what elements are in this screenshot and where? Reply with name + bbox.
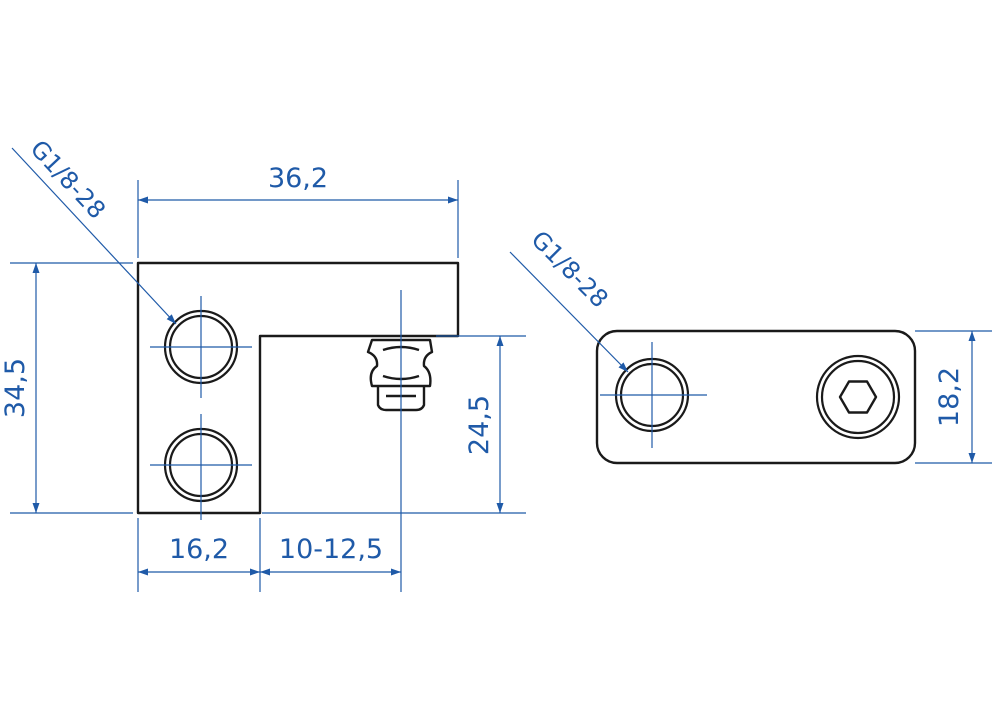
front-body-outline [136, 261, 460, 515]
side-port [600, 342, 707, 448]
dim-lower-height: 24,5 [262, 335, 526, 514]
dim-lower-height-label: 24,5 [464, 395, 495, 455]
dim-clamp-range-label: 10-12,5 [279, 534, 383, 565]
clamp-screw [366, 290, 434, 420]
side-body-outline [595, 329, 917, 465]
dim-side-height-label: 18,2 [934, 367, 965, 427]
upper-port [150, 296, 252, 398]
dim-overall-width: 36,2 [137, 163, 459, 258]
side-screw-head [815, 354, 901, 440]
side-thread-callout: G1/8-28 [509, 225, 629, 373]
dim-overall-height-label: 34,5 [0, 358, 31, 418]
front-thread-callout-label: G1/8-28 [25, 135, 111, 225]
dim-base-width-label: 16,2 [169, 534, 229, 565]
lower-port [150, 414, 252, 520]
dim-base-width: 16,2 [137, 518, 261, 592]
dim-overall-width-label: 36,2 [268, 163, 328, 194]
hex-socket-icon [838, 380, 878, 414]
side-view: 18,2 G1/8-28 [509, 225, 992, 465]
dim-side-height: 18,2 [915, 330, 992, 464]
dim-overall-height: 34,5 [0, 262, 133, 514]
side-thread-callout-label: G1/8-28 [526, 225, 614, 313]
dim-clamp-range: 10-12,5 [260, 420, 402, 592]
front-view: 36,2 34,5 24,5 16,2 10-12,5 [0, 135, 526, 592]
